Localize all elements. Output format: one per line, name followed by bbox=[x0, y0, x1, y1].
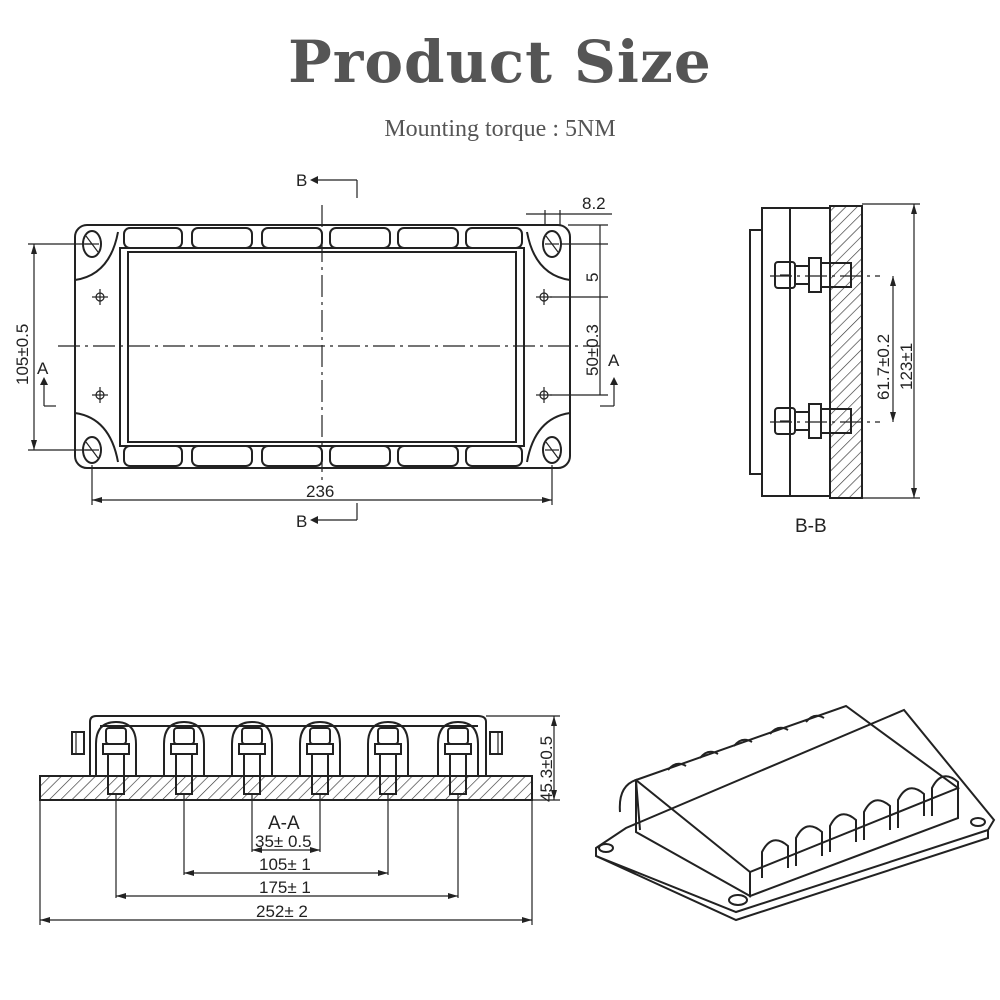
dim-hole-spacing-50: 50±0.3 bbox=[583, 324, 602, 376]
dim-side-height-123: 123±1 bbox=[897, 343, 916, 390]
screw-marker-icon bbox=[92, 289, 552, 403]
dim-width-236: 236 bbox=[306, 482, 334, 501]
iso-side-bumps bbox=[667, 714, 825, 771]
mounting-torque-note: Mounting torque : 5NM bbox=[384, 116, 616, 142]
terminal-bolt-upper bbox=[774, 257, 852, 293]
section-a-a-label: A-A bbox=[268, 813, 300, 834]
dim-height-105: 105±0.5 bbox=[13, 324, 32, 385]
section-b-b-label: B-B bbox=[795, 516, 827, 537]
dim-pitch-35: 35± 0.5 bbox=[255, 832, 312, 851]
iso-baseplate bbox=[595, 708, 996, 914]
isometric-view bbox=[595, 704, 996, 922]
bottom-terminal-tabs bbox=[123, 445, 523, 467]
side-bolt-left-icon bbox=[71, 731, 85, 755]
dim-total-252: 252± 2 bbox=[256, 902, 308, 921]
section-view-a-a: 45.3±0.5 A-A 35± 0.5 105± 1 175± 1 252± … bbox=[39, 715, 560, 925]
dim-outer-175: 175± 1 bbox=[259, 878, 311, 897]
baseplate-hatch bbox=[829, 205, 863, 499]
dim-margin-5: 5 bbox=[583, 273, 602, 282]
section-a-left-label: A bbox=[37, 359, 49, 378]
top-view: B B A A 236 105±0.5 8.2 5 50±0.3 bbox=[13, 171, 620, 531]
section-b-top-label: B bbox=[296, 171, 307, 190]
section-a-right-label: A bbox=[608, 351, 620, 370]
dim-offset-8-2: 8.2 bbox=[582, 194, 606, 213]
side-bolt-right-icon bbox=[489, 731, 503, 755]
page-title: Product Size bbox=[288, 28, 712, 96]
terminal-bolt-lower bbox=[774, 403, 852, 439]
section-b-bottom-label: B bbox=[296, 512, 307, 531]
arched-terminals bbox=[95, 720, 479, 795]
side-view-b-b: 123±1 61.7±0.2 B-B bbox=[749, 203, 920, 537]
iso-arch-terminals bbox=[761, 775, 959, 878]
dim-section-height-45-3: 45.3±0.5 bbox=[537, 736, 556, 802]
dim-inner-105: 105± 1 bbox=[259, 855, 311, 874]
dim-terminal-spacing-61-7: 61.7±0.2 bbox=[874, 334, 893, 400]
top-terminal-tabs bbox=[123, 227, 523, 249]
